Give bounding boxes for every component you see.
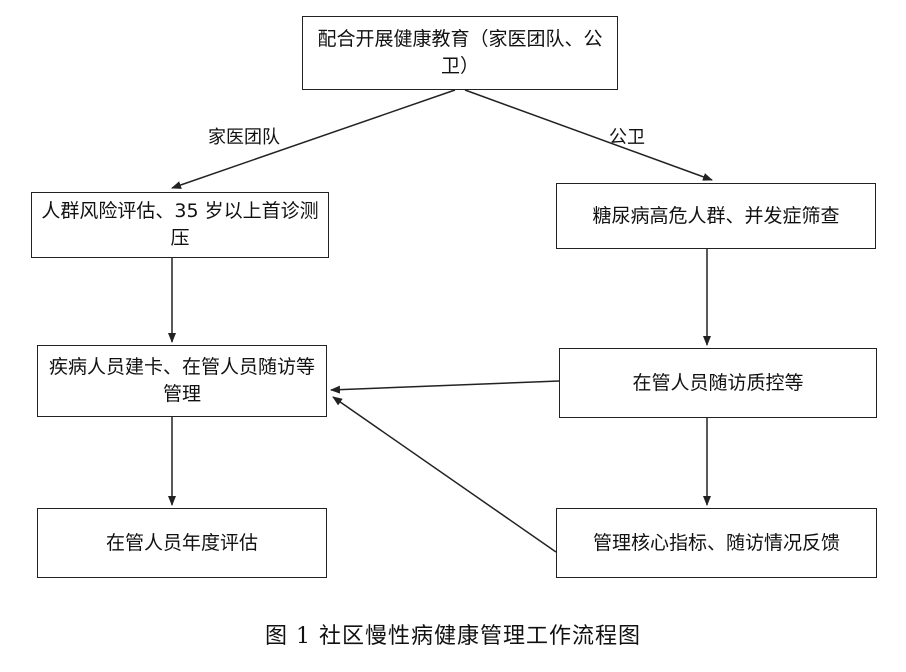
figure-caption: 图 1 社区慢性病健康管理工作流程图	[265, 624, 641, 649]
node-health-education-label: 配合开展健康教育（家医团队、公卫）	[317, 28, 603, 77]
arrow-feedback-to-card	[332, 396, 557, 553]
node-annual-assessment: 在管人员年度评估	[37, 508, 327, 578]
edge-label-public-health: 公卫	[609, 127, 645, 148]
node-followup-qc: 在管人员随访质控等	[559, 348, 877, 418]
node-feedback: 管理核心指标、随访情况反馈	[556, 508, 877, 578]
node-card-management: 疾病人员建卡、在管人员随访等管理	[37, 345, 327, 417]
node-diabetes-screening: 糖尿病高危人群、并发症筛查	[556, 183, 876, 249]
arrow-education-to-risk	[171, 89, 456, 189]
node-annual-assessment-label: 在管人员年度评估	[105, 531, 258, 554]
node-risk-assessment-label: 人群风险评估、35 岁以上首诊测压	[41, 200, 319, 249]
node-risk-assessment: 人群风险评估、35 岁以上首诊测压	[31, 192, 329, 258]
node-followup-qc-label: 在管人员随访质控等	[632, 371, 804, 394]
node-feedback-label: 管理核心指标、随访情况反馈	[592, 531, 840, 554]
edge-label-family-team: 家医团队	[208, 127, 280, 148]
node-health-education: 配合开展健康教育（家医团队、公卫）	[302, 16, 618, 90]
node-card-management-label: 疾病人员建卡、在管人员随访等管理	[48, 356, 315, 405]
arrow-education-to-screening	[464, 89, 713, 181]
node-diabetes-screening-label: 糖尿病高危人群、并发症筛查	[592, 204, 840, 227]
arrow-qc-to-card	[330, 380, 560, 394]
